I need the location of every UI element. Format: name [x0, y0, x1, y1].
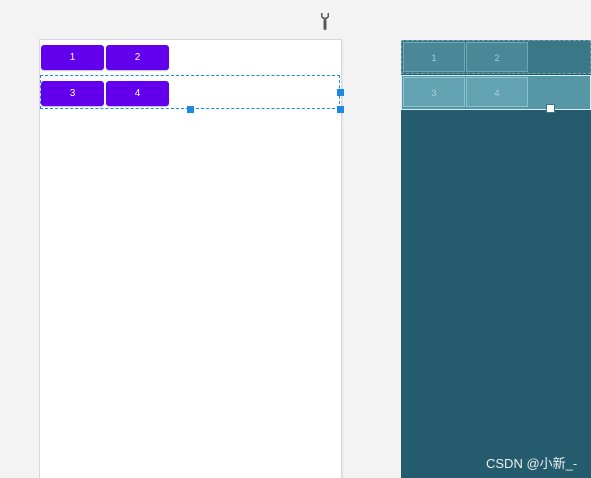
- blueprint-row-1[interactable]: 1 2: [401, 40, 591, 74]
- blueprint-cell-4[interactable]: 4: [466, 77, 528, 107]
- resize-handle-corner[interactable]: [337, 106, 344, 113]
- wrench-icon[interactable]: [317, 12, 333, 32]
- button-2[interactable]: 2: [106, 45, 169, 70]
- resize-handle-bottom[interactable]: [187, 106, 194, 113]
- selected-row-outline[interactable]: [40, 75, 340, 109]
- button-1[interactable]: 1: [41, 45, 104, 70]
- blueprint-cell-1[interactable]: 1: [403, 42, 465, 72]
- blueprint-surface[interactable]: 1 2 3 4: [401, 40, 591, 478]
- design-surface[interactable]: 1 2 3 4: [40, 40, 344, 478]
- blueprint-cell-3[interactable]: 3: [403, 77, 465, 107]
- button-4[interactable]: 4: [106, 81, 169, 106]
- watermark: CSDN @小新_-: [486, 456, 578, 471]
- blueprint-resize-handle[interactable]: [546, 104, 555, 113]
- blueprint-row-2-selected[interactable]: 3 4: [401, 75, 591, 110]
- resize-handle-right[interactable]: [337, 89, 344, 96]
- blueprint-cell-2[interactable]: 2: [466, 42, 528, 72]
- button-3[interactable]: 3: [41, 81, 104, 106]
